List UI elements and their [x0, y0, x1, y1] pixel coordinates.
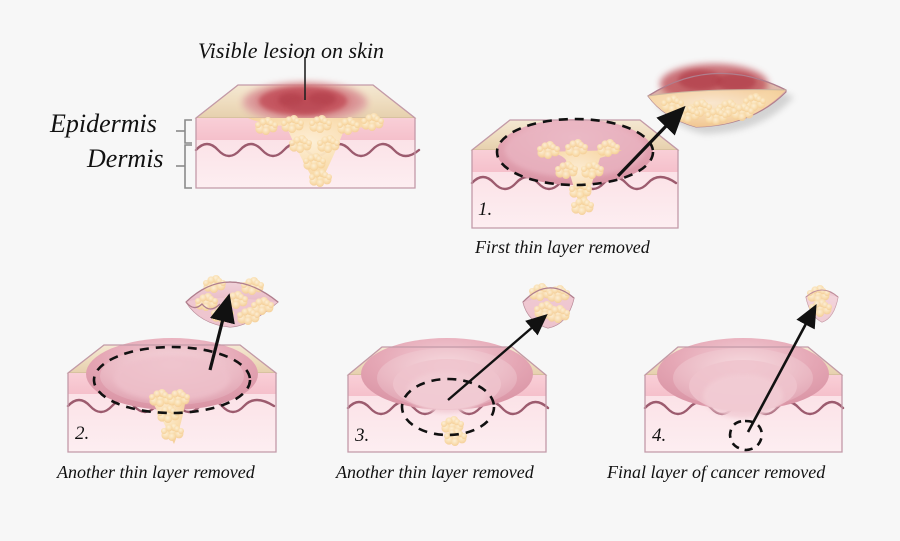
lesion-label: Visible lesion on skin	[198, 38, 384, 63]
panel-number-1: 1.	[478, 199, 493, 220]
excision-outline-1	[495, 117, 655, 187]
panel-caption-1: First thin layer removed	[475, 237, 650, 257]
arrow-1	[616, 105, 686, 178]
panel-4-artwork	[643, 285, 845, 453]
panel-number-3: 3.	[355, 425, 370, 446]
arrow-4	[746, 303, 817, 433]
skin-block-main	[176, 57, 421, 189]
panel-1-artwork	[470, 64, 790, 229]
panel-caption-4: Final layer of cancer removed	[607, 462, 826, 482]
panel-caption-2: Another thin layer removed	[57, 462, 255, 482]
panel-2-artwork	[66, 275, 279, 453]
panel-3-artwork	[346, 283, 575, 453]
epidermis-label: Epidermis	[50, 109, 157, 138]
panel-number-4: 4.	[652, 425, 667, 446]
specimen-4-body	[805, 285, 839, 323]
specimen-3-body	[522, 283, 575, 329]
excision-outline-3	[400, 377, 496, 437]
specimen-1	[652, 76, 790, 129]
excision-outline-2	[92, 345, 252, 415]
panel-number-2: 2.	[75, 423, 90, 444]
dermis-bracket	[184, 144, 192, 189]
specimen-1-body	[647, 64, 787, 128]
dermis-label: Dermis	[87, 144, 164, 173]
specimen-2-body	[185, 275, 279, 328]
excision-outline-4	[728, 419, 764, 452]
arrow-2	[208, 293, 235, 371]
epidermis-bracket	[184, 119, 192, 144]
panel-caption-3: Another thin layer removed	[336, 462, 534, 482]
arrow-3	[447, 314, 548, 401]
